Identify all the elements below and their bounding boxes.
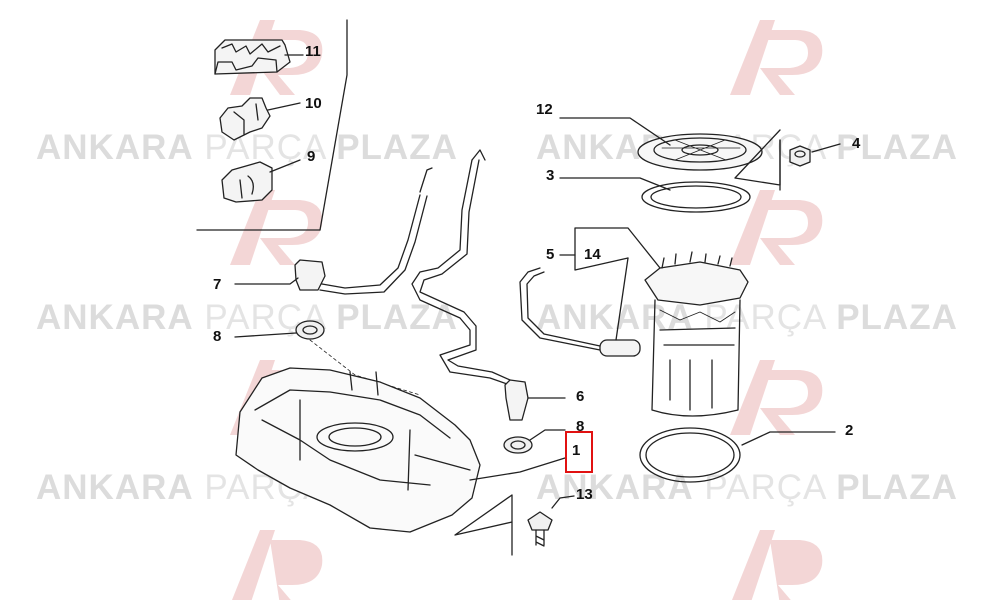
clip-part-10 <box>219 97 301 141</box>
seal-part-8-right <box>503 429 566 454</box>
callout-12[interactable]: 12 <box>536 101 553 118</box>
group-frame-line <box>319 19 348 231</box>
callout-9[interactable]: 9 <box>307 148 316 165</box>
callout-1[interactable]: 1 <box>572 442 581 459</box>
bolt-part-13 <box>454 494 575 556</box>
fuel-tank-part-1 <box>235 367 566 533</box>
level-sensor-part-14 <box>519 257 641 357</box>
ring-nut-part-2 <box>639 427 836 483</box>
callout-7[interactable]: 7 <box>213 276 222 293</box>
clip-part-9 <box>221 159 301 203</box>
watermark-row: ANKARA PARÇA PLAZA <box>36 298 458 337</box>
pump-cover-part-12 <box>559 117 763 171</box>
callout-13[interactable]: 13 <box>576 486 593 503</box>
gasket-part-3 <box>559 177 751 213</box>
watermark-row: ANKARA PARÇA PLAZA <box>536 468 958 507</box>
fuel-lines <box>234 149 511 386</box>
callout-14[interactable]: 14 <box>584 246 601 263</box>
callout-8-left[interactable]: 8 <box>213 328 222 345</box>
seal-part-8-left <box>234 320 421 396</box>
callout-8-right[interactable]: 8 <box>576 418 585 435</box>
callout-11[interactable]: 11 <box>305 43 321 60</box>
callout-6[interactable]: 6 <box>576 388 585 405</box>
nut-part-4 <box>734 129 841 191</box>
callout-3[interactable]: 3 <box>546 167 555 184</box>
highlight-box <box>565 431 593 473</box>
watermark-row: ANKARA PARÇA PLAZA <box>536 298 958 337</box>
clip-part-11 <box>214 39 304 75</box>
callout-5[interactable]: 5 <box>546 246 555 263</box>
valve-part-6 <box>504 379 566 421</box>
fuel-pump-assembly <box>559 227 749 417</box>
watermark-row: ANKARA PARÇA PLAZA <box>36 128 458 167</box>
callout-4[interactable]: 4 <box>852 135 861 152</box>
callout-2[interactable]: 2 <box>845 422 854 439</box>
callout-10[interactable]: 10 <box>305 95 322 112</box>
